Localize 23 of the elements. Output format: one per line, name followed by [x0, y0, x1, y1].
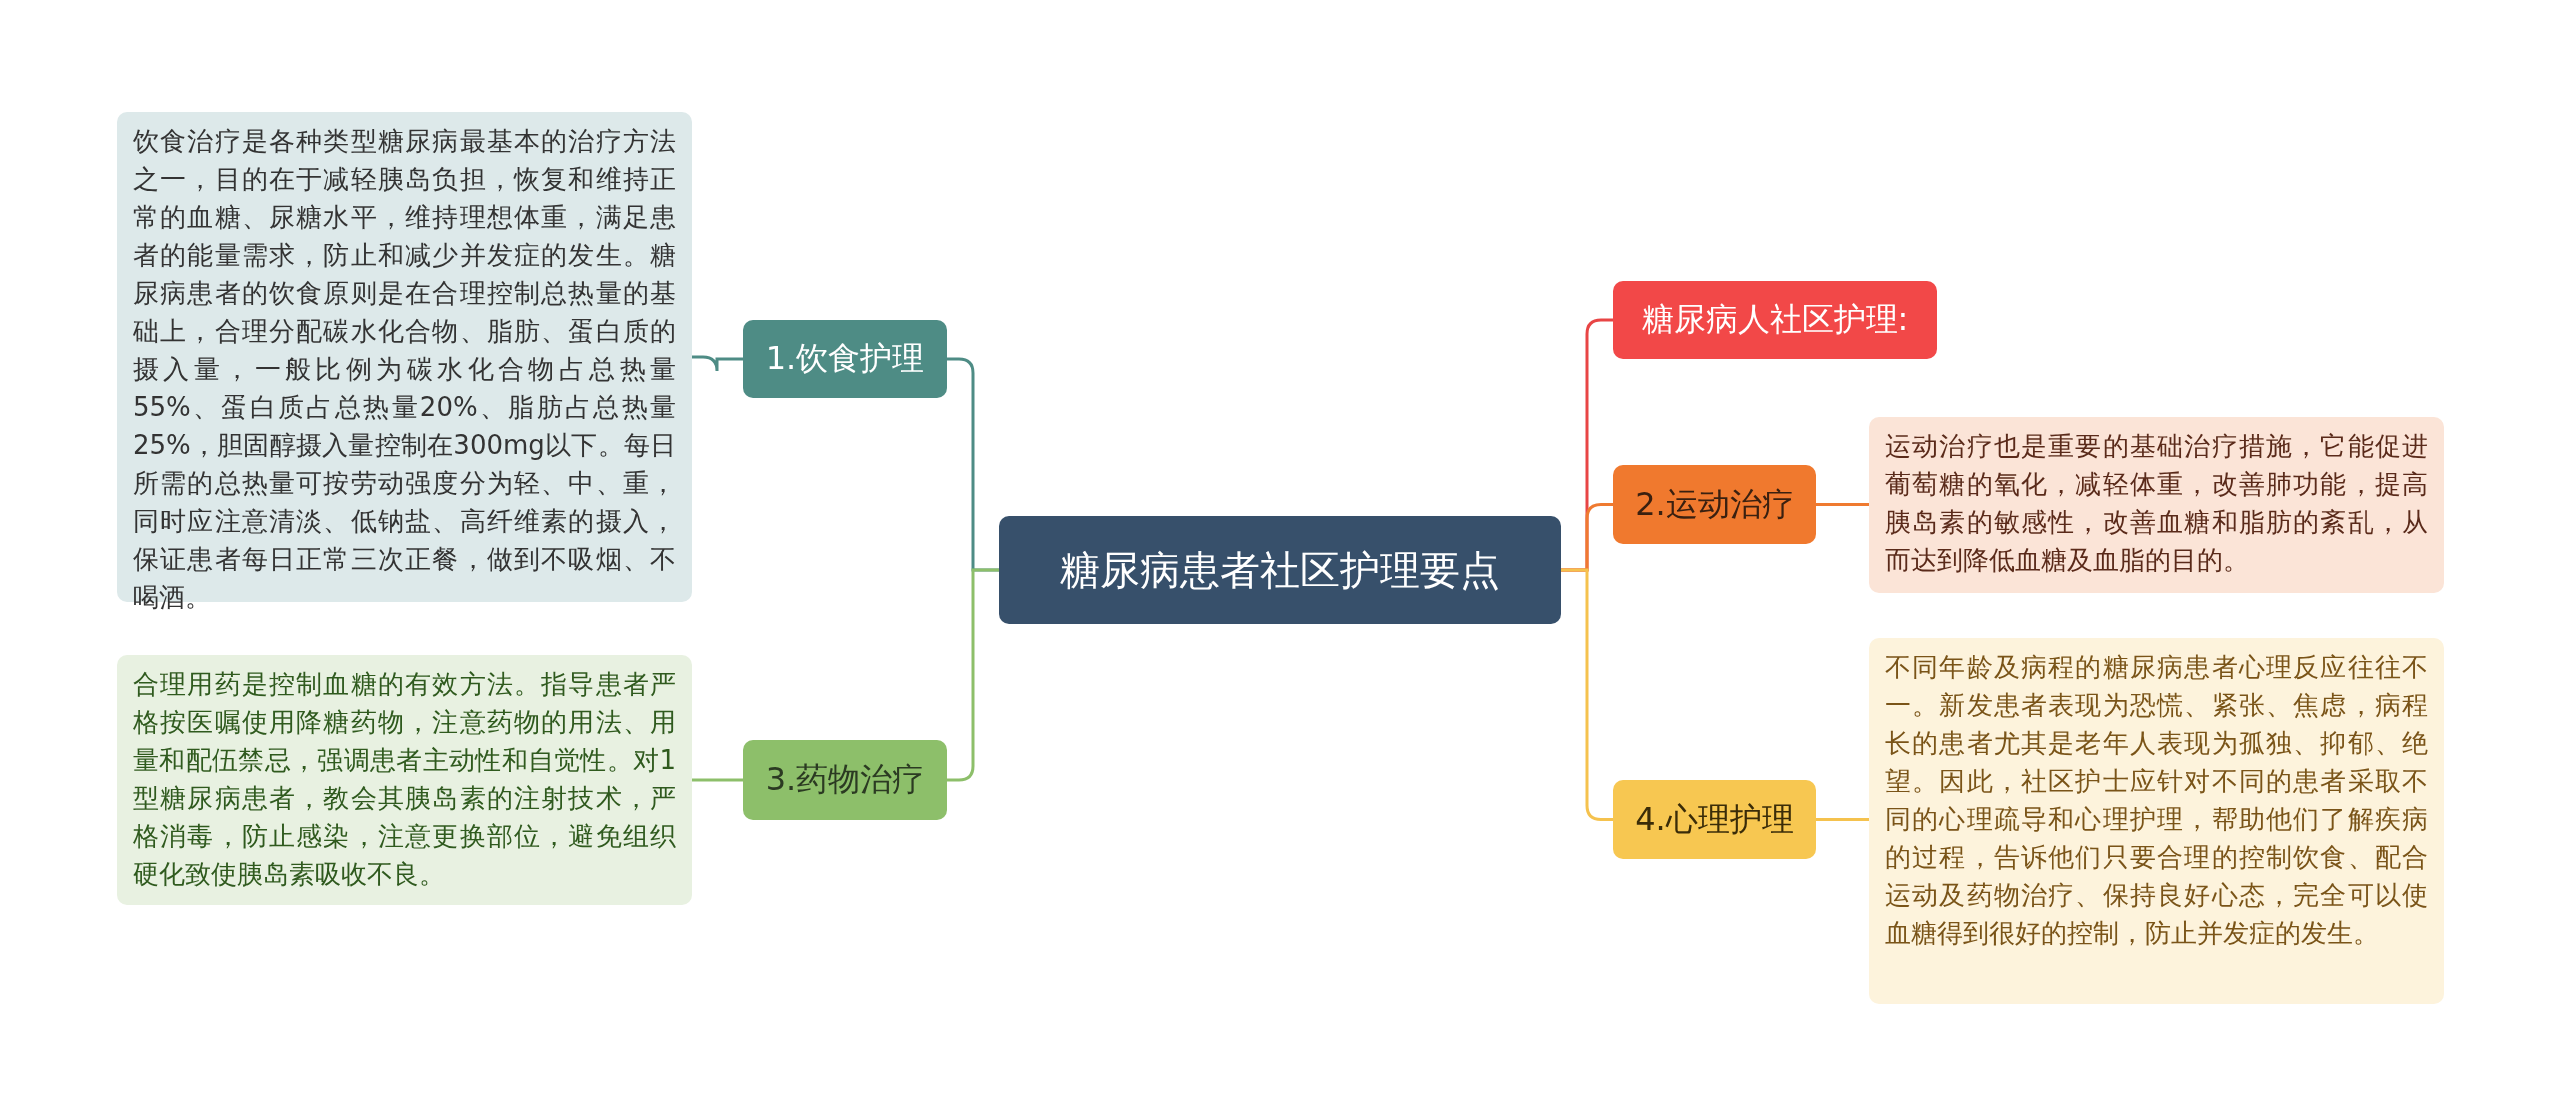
topic-label: 1.饮食护理 [764, 338, 926, 379]
branch-topic-box [743, 740, 947, 820]
topic-label: 糖尿病人社区护理: [1640, 299, 1910, 340]
note-card [117, 655, 692, 905]
note-card [1869, 417, 2444, 593]
topic-label: 2.运动治疗 [1634, 483, 1795, 525]
note-text: 不同年龄及病程的糖尿病患者心理反应往往不一。新发患者表现为恐慌、紧张、焦虑，病程长的患者尤其是老年人表现为孤独、抑郁、绝望。因此，社区护士应针对不同的患者采取不同的心理疏导和心理护理，帮助他们了解疾病的过程，告诉他们只要合理的控制饮食、配合运动及药物治疗、保持良好心态，完全可以使血糖得到很好的控制，防止并发症的发生。 [1885, 651, 2428, 950]
branch-topic-box [1613, 780, 1816, 859]
note-text: 合理用药是控制血糖的有效方法。指导患者严格按医嘱使用降糖药物，注意药物的用法、用量和配伍禁忌，强调患者主动性和自觉性。对1型糖尿病患者，教会其胰岛素的注射技术，严格消毒，防止感染，注意更换部位，避免组织硬化致使胰岛素吸收不良。 [133, 668, 676, 891]
note-text: 运动治疗也是重要的基础治疗措施，它能促进葡萄糖的氧化，减轻体重，改善肺功能，提高胰岛素的敏感性，改善血糖和脂肪的紊乱，从而达到降低血糖及血脂的目的。 [1885, 430, 2428, 577]
topic-label: 3.药物治疗 [764, 759, 926, 800]
central-topic-box [999, 516, 1561, 624]
connector-line [1816, 818, 1869, 821]
topic-label: 4.心理护理 [1634, 798, 1795, 840]
branch-topic-box [1613, 465, 1816, 544]
connector-line [1816, 503, 1869, 506]
note-text: 饮食治疗是各种类型糖尿病最基本的治疗方法之一，目的在于减轻胰岛负担，恢复和维持正常的血糖、尿糖水平，维持理想体重，满足患者的能量需求，防止和减少并发症的发生。糖尿病患者的饮食原则是在合理控制总热量的基础上，合理分配碳水化合物、脂肪、蛋白质的摄入量，一般比例为碳水化合物占总热量55%、蛋白质占总热量20%、脂肪占总热量25%，胆固醇摄入量控制在300mg以下。每日所需的总热量可按劳动强度分为轻、中、重，同时应注意清淡、低钠盐、高纤维素的摄入，保证患者每日正常三次正餐，做到不吸烟、不喝酒。 [133, 125, 676, 614]
branch-topic-box [1613, 281, 1937, 359]
topic-label: 糖尿病患者社区护理要点 [1059, 545, 1501, 595]
connector-line [692, 355, 743, 373]
connector-line [692, 778, 743, 782]
branch-topic-box [743, 320, 947, 398]
note-card [1869, 638, 2444, 1004]
